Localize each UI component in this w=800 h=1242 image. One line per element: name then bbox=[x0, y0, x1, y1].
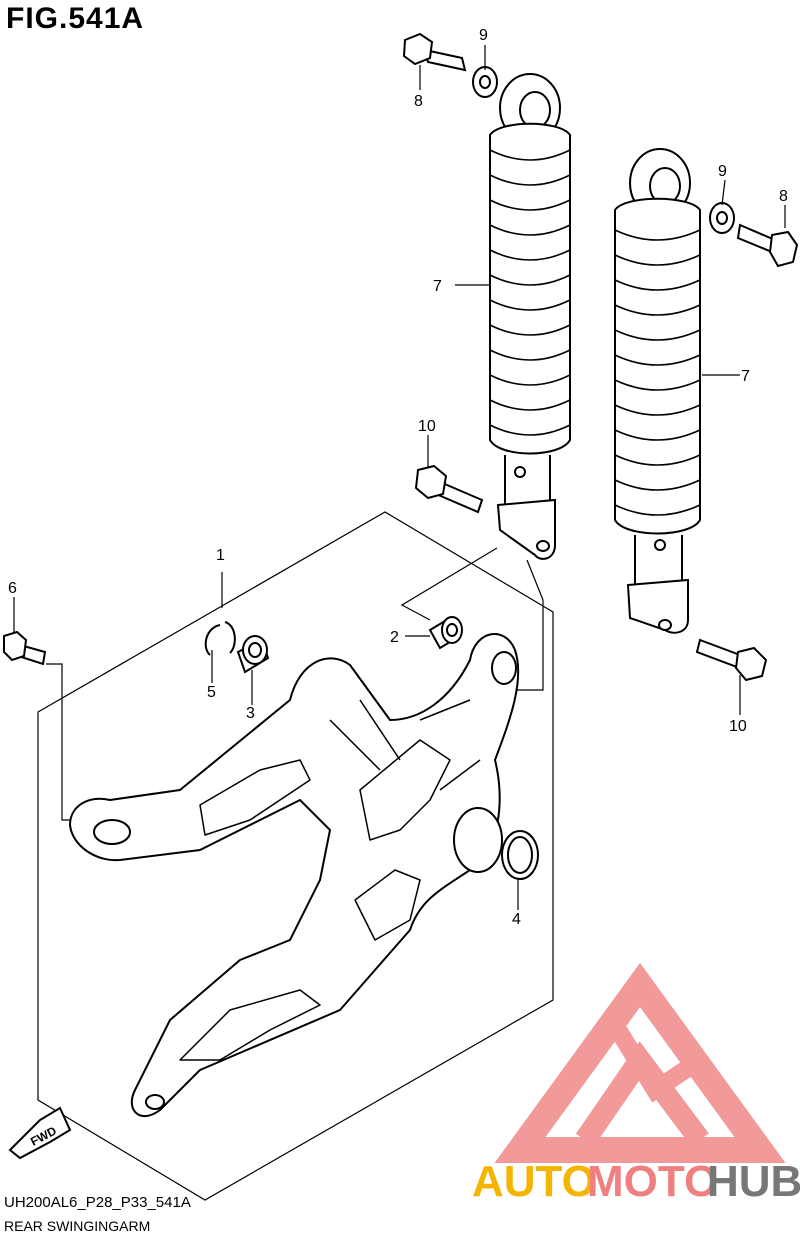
shock-absorber-right bbox=[614, 148, 701, 634]
callout-3: 3 bbox=[246, 705, 255, 722]
swingarm bbox=[69, 633, 520, 1117]
watermark-text-moto: MOTO bbox=[587, 1157, 718, 1206]
washer-9-right bbox=[709, 202, 735, 234]
washer-9-top bbox=[472, 66, 498, 98]
connector-lines bbox=[46, 547, 544, 821]
bolt-8-right bbox=[736, 223, 799, 268]
figure-code: UH200AL6_P28_P33_541A bbox=[4, 1194, 191, 1211]
assembly-boundary bbox=[37, 511, 554, 1201]
callout-2: 2 bbox=[390, 629, 399, 646]
callout-8-right: 8 bbox=[779, 188, 788, 205]
callout-7-left: 7 bbox=[433, 278, 442, 295]
callout-9-right: 9 bbox=[718, 163, 727, 180]
callout-4: 4 bbox=[512, 911, 521, 928]
fwd-arrow-icon bbox=[8, 1106, 72, 1160]
callout-10-right: 10 bbox=[729, 718, 747, 735]
shock-absorber-left bbox=[489, 73, 571, 560]
bolt-10-right bbox=[695, 638, 768, 682]
bolt-8-top bbox=[402, 32, 467, 72]
callout-10-left: 10 bbox=[418, 418, 436, 435]
callout-8-top: 8 bbox=[414, 93, 423, 110]
callout-leaders bbox=[13, 45, 786, 910]
figure-name: REAR SWINGINGARM bbox=[4, 1218, 151, 1234]
bolt-10-left bbox=[414, 464, 484, 514]
watermark-text-hub: HUB bbox=[707, 1157, 800, 1206]
callout-labels: 1 2 3 4 5 6 7 7 8 8 9 9 10 10 bbox=[8, 27, 788, 928]
callout-6: 6 bbox=[8, 580, 17, 597]
watermark-text-auto: AUTO bbox=[472, 1157, 596, 1206]
callout-7-right: 7 bbox=[741, 368, 750, 385]
callout-9-top: 9 bbox=[479, 27, 488, 44]
callout-5: 5 bbox=[207, 684, 216, 701]
watermark-logo bbox=[494, 962, 786, 1163]
bearing-3 bbox=[236, 635, 270, 674]
page-title: FIG.541A bbox=[6, 2, 145, 35]
bushing-2 bbox=[428, 616, 463, 650]
bolt-6 bbox=[3, 630, 47, 666]
circlip-5 bbox=[204, 621, 236, 656]
callout-1: 1 bbox=[216, 547, 225, 564]
seal-4 bbox=[501, 830, 539, 880]
